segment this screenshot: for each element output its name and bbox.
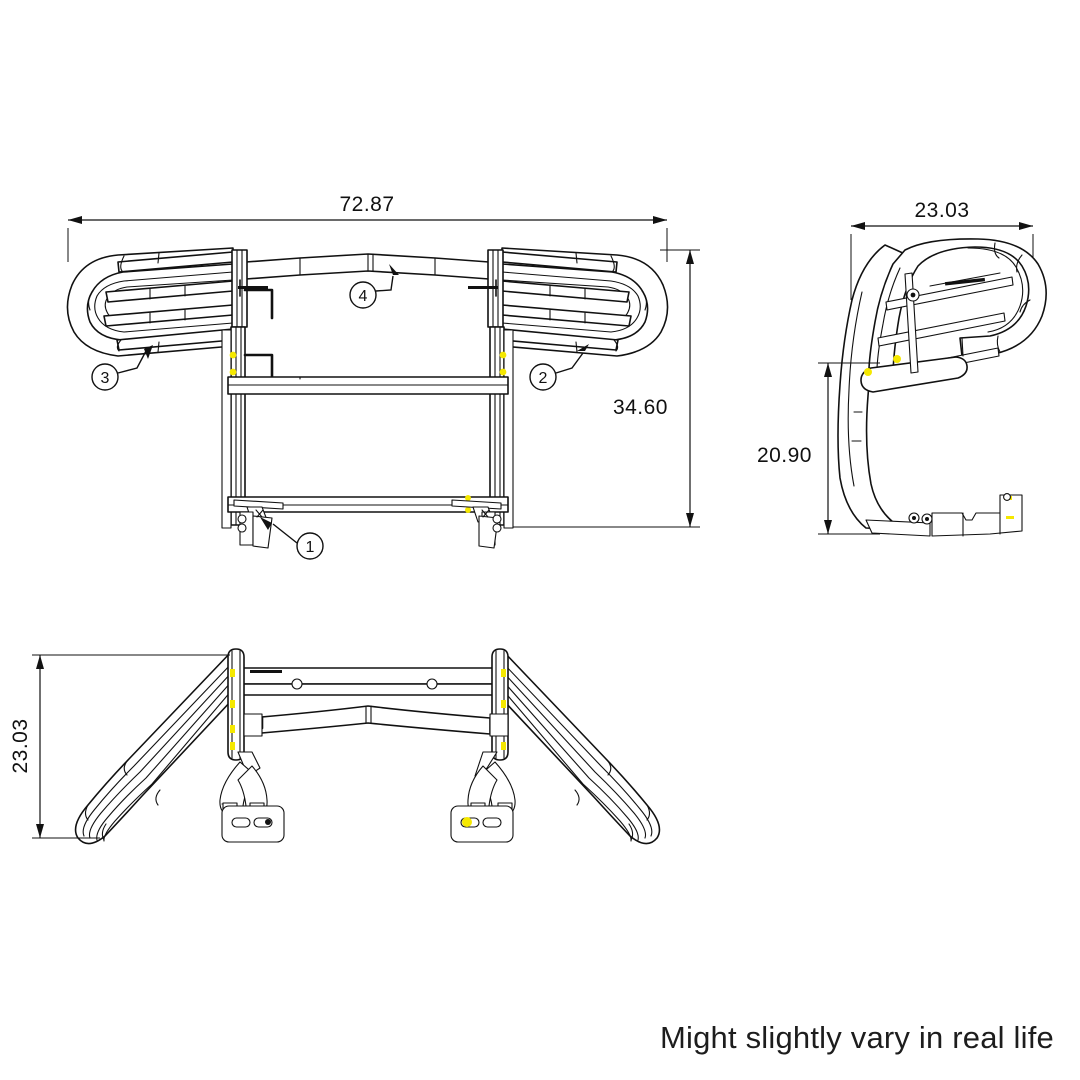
dimension-front-height: 34.60 xyxy=(513,249,700,528)
callout-2[interactable]: 2 xyxy=(529,363,557,391)
callout-4-leader xyxy=(375,275,394,292)
callout-1-leader xyxy=(272,523,298,544)
dimension-label-side-depth: 23.03 xyxy=(914,199,969,222)
top-mount-left xyxy=(219,751,285,843)
highlight-marker xyxy=(499,351,507,359)
mounting-bracket-left xyxy=(233,499,284,549)
front-view: 72.87 34.60 3 2 xyxy=(66,193,700,560)
callout-3[interactable]: 3 xyxy=(91,363,119,391)
callout-1-arrow xyxy=(260,517,272,530)
highlight-marker xyxy=(465,495,471,501)
center-frame xyxy=(221,249,514,529)
highlight-marker xyxy=(864,368,872,376)
dimension-label-side-height: 20.90 xyxy=(757,444,812,467)
callout-4-arrow xyxy=(389,264,399,275)
highlight-marker xyxy=(229,351,237,359)
highlight-marker xyxy=(893,355,901,363)
dimension-top-depth: 23.03 xyxy=(9,654,230,839)
dimension-front-width: 72.87 xyxy=(67,193,668,262)
callout-label-4: 4 xyxy=(359,288,368,305)
callout-label-1: 1 xyxy=(306,539,315,556)
callout-label-3: 3 xyxy=(101,370,110,387)
callout-label-2: 2 xyxy=(539,370,548,387)
highlight-marker xyxy=(465,507,471,513)
top-center-frame xyxy=(227,648,509,761)
top-mount-right xyxy=(450,751,516,843)
dimension-label-front-height: 34.60 xyxy=(613,396,668,419)
dimension-label-front-width: 72.87 xyxy=(339,193,394,216)
left-wing-assembly xyxy=(66,247,234,357)
callout-2-leader xyxy=(555,352,584,374)
highlight-marker xyxy=(229,368,237,376)
right-wing-assembly xyxy=(501,247,669,357)
callout-3-leader xyxy=(117,350,147,374)
top-view: 23.03 xyxy=(9,648,661,845)
top-cross-tube xyxy=(245,253,490,280)
dimension-label-top-depth: 23.03 xyxy=(9,718,32,773)
top-left-wing xyxy=(74,650,233,845)
callout-3-arrow xyxy=(144,345,153,359)
disclaimer-text: Might slightly vary in real life xyxy=(659,1020,1054,1055)
top-right-wing xyxy=(502,650,661,845)
callout-4[interactable]: 4 xyxy=(349,281,377,309)
dimension-side-height: 20.90 xyxy=(757,362,880,535)
side-mounting-foot xyxy=(865,493,1023,537)
side-view: 23.03 20.90 xyxy=(757,199,1047,537)
highlight-marker xyxy=(499,368,507,376)
callout-1[interactable]: 1 xyxy=(296,532,324,560)
dimension-side-depth: 23.03 xyxy=(850,199,1034,300)
mounting-bracket-right xyxy=(451,499,502,549)
callout-2-arrow xyxy=(577,344,589,351)
